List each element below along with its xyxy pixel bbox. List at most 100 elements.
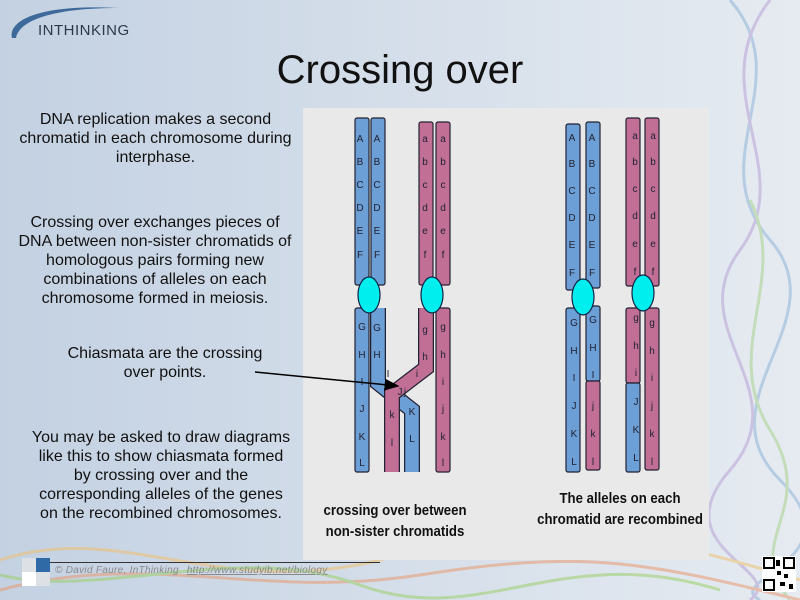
right-caption: The alleles on each chromatid are recomb…	[537, 490, 703, 528]
allele-label: i	[416, 369, 418, 380]
allele-label: d	[440, 203, 446, 214]
allele-label: L	[409, 434, 415, 445]
allele-label: j	[403, 387, 406, 398]
left-caption: crossing over between non-sister chromat…	[323, 502, 467, 540]
allele-label: K	[409, 407, 416, 418]
paragraph-crossing-over: Crossing over exchanges pieces of DNA be…	[18, 214, 292, 307]
chiasma-arrow	[254, 371, 400, 391]
allele-label: J	[398, 387, 403, 398]
allele-label: a	[422, 134, 428, 145]
allele-label: i	[442, 377, 444, 388]
allele-label: e	[440, 226, 446, 237]
allele-label: A	[589, 133, 596, 144]
allele-label: l	[592, 457, 594, 468]
allele-label: l	[391, 438, 393, 449]
allele-label: g	[422, 325, 428, 336]
allele-label: g	[633, 313, 639, 324]
footer-square	[22, 572, 36, 586]
allele-label: e	[422, 226, 428, 237]
allele-label: A	[569, 133, 576, 144]
allele-label: A	[374, 134, 381, 145]
allele-label: a	[650, 131, 656, 142]
allele-label: F	[357, 250, 363, 261]
allele-label: D	[588, 213, 595, 224]
allele-label: h	[440, 350, 446, 361]
paragraph-dna-replication: DNA replication makes a second chromatid…	[19, 111, 292, 166]
centromere	[571, 278, 595, 316]
allele-label: F	[374, 250, 380, 261]
allele-label: g	[440, 322, 446, 333]
chromatid-segment	[565, 123, 581, 291]
centromere	[357, 276, 381, 314]
chromatid-crossed	[385, 308, 433, 472]
allele-label: H	[373, 350, 380, 361]
allele-label: L	[571, 457, 577, 468]
allele-label: L	[633, 453, 639, 464]
allele-label: k	[650, 429, 656, 440]
allele-label: k	[591, 429, 597, 440]
chromatid-segment	[585, 380, 601, 471]
allele-label: H	[589, 343, 596, 354]
allele-label: h	[422, 352, 428, 363]
allele-label: K	[571, 429, 578, 440]
allele-label: g	[649, 318, 655, 329]
allele-label: d	[632, 211, 638, 222]
allele-label: f	[652, 267, 655, 278]
allele-label: j	[650, 401, 653, 412]
footer-square	[22, 558, 36, 572]
slide-title: Crossing over	[276, 48, 524, 92]
allele-label: f	[424, 250, 427, 261]
chromatid-segment	[565, 307, 581, 473]
allele-label: J	[572, 401, 577, 412]
paragraph-exam-tip: You may be asked to draw diagrams like t…	[31, 429, 291, 522]
footer-square	[36, 572, 50, 586]
allele-label: f	[634, 267, 637, 278]
allele-label: e	[650, 239, 656, 250]
allele-label: a	[632, 131, 638, 142]
centromere	[631, 274, 655, 312]
allele-label: c	[651, 184, 656, 195]
allele-label: J	[634, 397, 639, 408]
footer-link[interactable]: http://www.studyib.net/biology	[186, 565, 328, 576]
allele-label: D	[568, 213, 575, 224]
allele-label: f	[442, 250, 445, 261]
allele-label: j	[591, 401, 594, 412]
allele-label: c	[441, 180, 446, 191]
allele-label: B	[569, 159, 576, 170]
allele-label: h	[649, 346, 655, 357]
allele-label: I	[387, 369, 390, 380]
allele-label: E	[589, 240, 596, 251]
footer-square	[36, 558, 50, 572]
allele-label: K	[633, 425, 640, 436]
allele-label: G	[373, 323, 381, 334]
allele-label: i	[651, 373, 653, 384]
allele-label: L	[359, 458, 365, 469]
allele-label: b	[650, 157, 656, 168]
allele-label: G	[570, 318, 578, 329]
allele-label: F	[569, 268, 575, 279]
allele-label: E	[357, 226, 364, 237]
chromatid-segment	[435, 307, 451, 473]
footer-divider	[50, 562, 380, 563]
logo-text: INTHINKING	[38, 22, 130, 39]
allele-label: c	[423, 180, 428, 191]
chromatid-segment	[625, 382, 641, 473]
allele-label: D	[356, 203, 363, 214]
allele-label: A	[357, 134, 364, 145]
chromatid-segment	[644, 117, 660, 287]
allele-label: e	[632, 239, 638, 250]
chromatid-segment	[625, 117, 641, 287]
allele-label: a	[440, 134, 446, 145]
allele-label: B	[374, 157, 381, 168]
allele-label: k	[441, 432, 447, 443]
allele-label: H	[570, 346, 577, 357]
allele-label: l	[651, 457, 653, 468]
allele-label: I	[592, 370, 595, 381]
allele-label: B	[357, 157, 364, 168]
allele-label: G	[358, 322, 366, 333]
qr-code-icon	[762, 556, 796, 592]
allele-label: G	[589, 315, 597, 326]
allele-label: D	[373, 203, 380, 214]
